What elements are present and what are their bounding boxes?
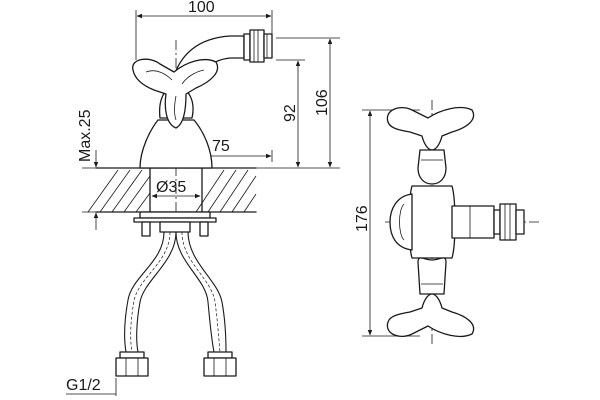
dim-width-total: 100	[188, 0, 215, 16]
flexible-hoses	[115, 231, 237, 377]
front-body	[408, 185, 456, 259]
faucet-body	[132, 29, 273, 169]
front-spout	[451, 205, 495, 239]
dim-height-outlet: 92	[282, 104, 299, 122]
bottom-handle	[386, 293, 475, 338]
dim-handle-span: 176	[354, 205, 371, 232]
dim-hole-diameter: Ø35	[156, 179, 186, 196]
dim-spout-reach: 75	[212, 138, 230, 155]
front-view: 176	[354, 100, 540, 345]
top-handle	[386, 106, 475, 151]
dim-height-total: 106	[314, 89, 331, 116]
dim-deck-thickness: Max.25	[77, 109, 94, 162]
dim-connection-thread: G1/2	[66, 377, 101, 394]
side-view: 100 92 106 75 Max.25	[66, 0, 340, 396]
mounting-hardware	[133, 211, 217, 237]
